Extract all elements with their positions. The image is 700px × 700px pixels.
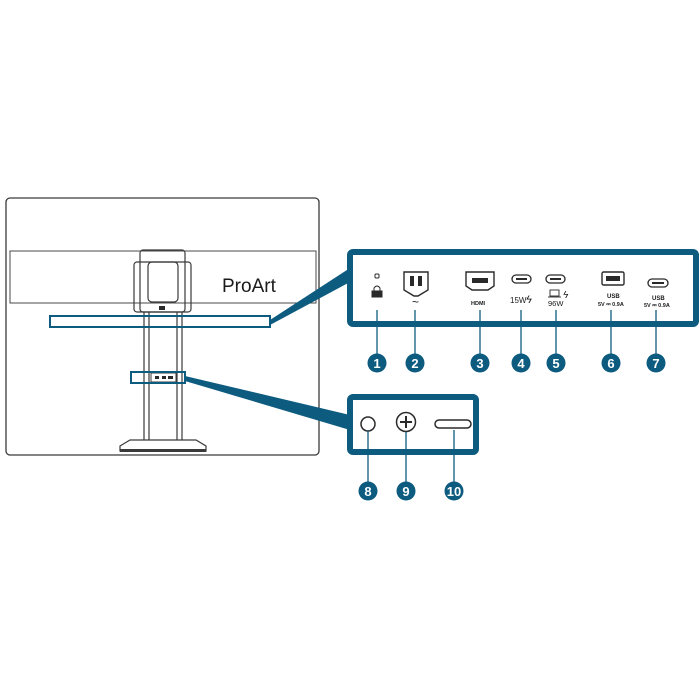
port-label: 15W: [510, 296, 527, 305]
badge-9: 9: [396, 481, 416, 501]
port-label: HDMI: [471, 301, 486, 307]
thunderbolt-icon: ϟ: [526, 294, 532, 306]
callout-numbers: [367, 310, 657, 483]
callout-connectors: [185, 268, 350, 430]
round-button-icon: [360, 416, 376, 432]
asus-logo-mark: [159, 306, 165, 310]
ac-power-inlet-icon: [403, 271, 429, 297]
badge-8: 8: [358, 481, 378, 501]
port-label: ~: [412, 295, 419, 309]
badge-4: 4: [511, 353, 531, 373]
brand-logo: ProArt: [222, 276, 277, 297]
badge-6: 6: [601, 353, 621, 373]
svg-text:8: 8: [364, 484, 371, 499]
svg-text:1: 1: [373, 356, 380, 371]
port-label: 96W: [548, 299, 564, 308]
kensington-lock-icon: [371, 273, 383, 298]
svg-text:5: 5: [552, 356, 559, 371]
badge-1: 1: [367, 353, 387, 373]
badge-10: 10: [444, 481, 464, 501]
port-label: USB: [652, 296, 665, 302]
svg-text:2: 2: [411, 356, 418, 371]
hdmi-port-icon: [465, 271, 495, 291]
svg-text:6: 6: [607, 356, 614, 371]
port-sublabel: 5V ⎓ 0.9A: [598, 302, 624, 308]
five-way-joystick-icon: [395, 411, 417, 433]
svg-text:3: 3: [476, 356, 483, 371]
rear-ports-panel: ~ HDMI 15W ϟ ϟ 96W USB 5V ⎓ 0.9A USB: [347, 249, 699, 327]
svg-text:4: 4: [517, 356, 525, 371]
power-button-icon: [434, 419, 472, 429]
svg-text:9: 9: [402, 484, 409, 499]
monitor-rear-view: ProArt: [5, 197, 320, 456]
badge-2: 2: [405, 353, 425, 373]
stand-controls-panel: [347, 394, 479, 455]
svg-text:10: 10: [447, 484, 461, 499]
port-sublabel: 5V ⎓ 0.9A: [644, 303, 670, 309]
badge-5: 5: [546, 353, 566, 373]
monitor-inner-panel: [9, 250, 317, 304]
svg-text:7: 7: [652, 356, 659, 371]
badge-7: 7: [646, 353, 666, 373]
thunderbolt-icon: ϟ: [563, 290, 569, 301]
laptop-icon: [548, 289, 561, 298]
monitor-stand: [119, 249, 207, 452]
port-label: USB: [607, 294, 620, 300]
badge-3: 3: [470, 353, 490, 373]
usb-a-port-icon: [601, 271, 625, 286]
